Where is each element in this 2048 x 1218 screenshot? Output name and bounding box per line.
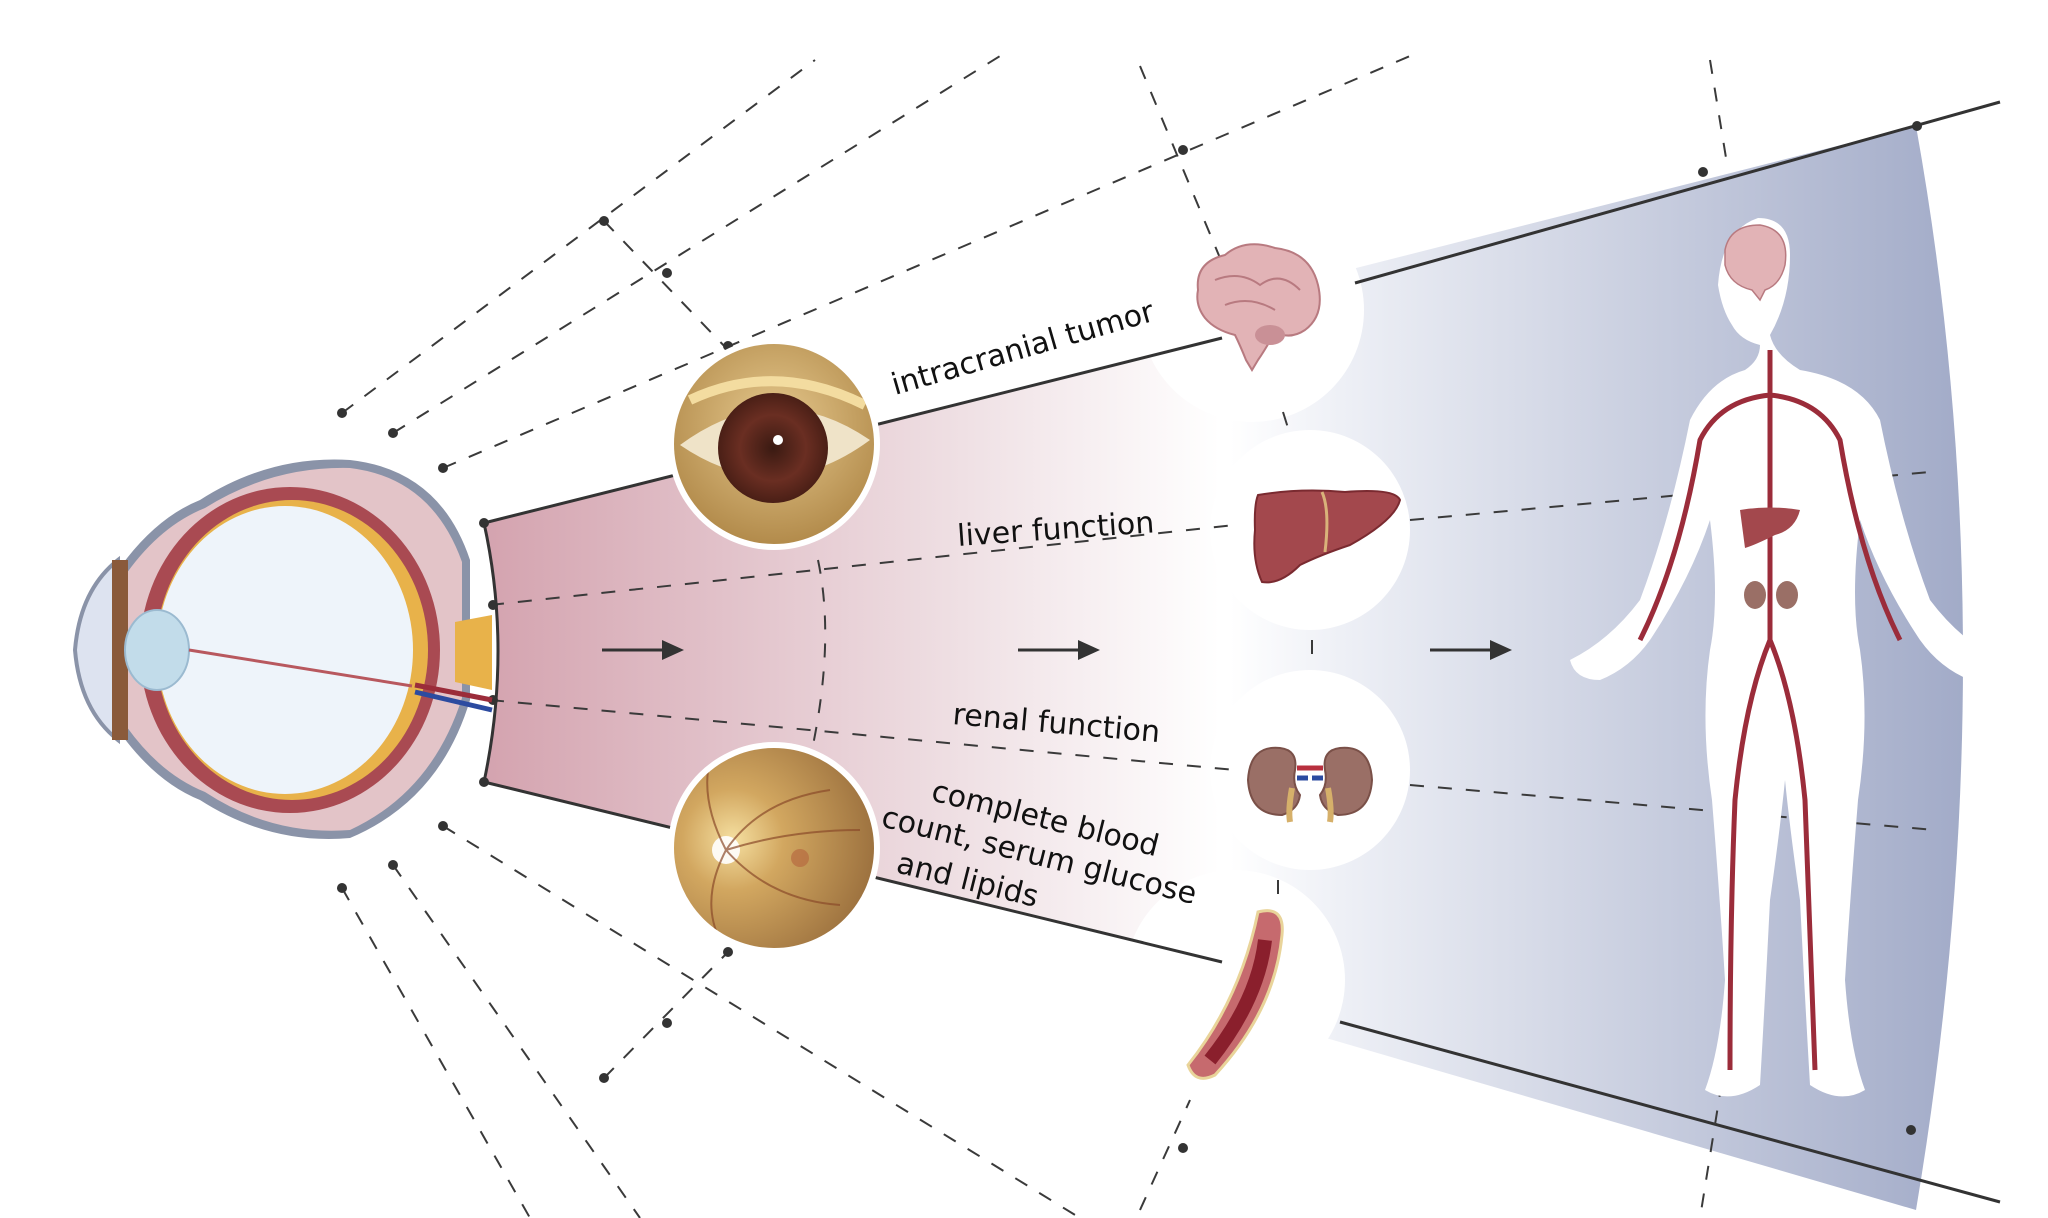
liver-icon: [1253, 489, 1402, 584]
blood-vessel-icon: [1186, 909, 1284, 1080]
kidneys-icon: [1246, 746, 1374, 823]
flow-arrow-2: [1018, 640, 1100, 660]
eye-cross-section-icon: [72, 459, 493, 839]
fundus-photo: [668, 742, 880, 954]
pink-band: [484, 340, 1220, 960]
external-eye-photo: [668, 338, 880, 550]
human-body-circulation-icon: [1570, 218, 2000, 1097]
frame-lines: [482, 100, 2001, 1204]
junction-dots: [337, 121, 1922, 1153]
flow-arrow-1: [602, 640, 684, 660]
flow-arrow-3: [1430, 640, 1512, 660]
brain-icon: [1196, 243, 1321, 372]
